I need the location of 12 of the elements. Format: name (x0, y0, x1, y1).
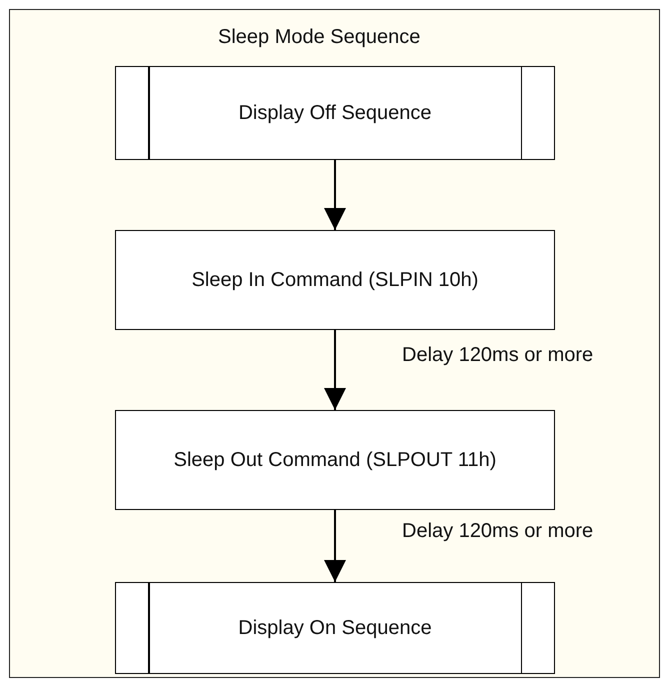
node-text: Display On Sequence (238, 616, 432, 640)
process-box (115, 410, 555, 510)
process-box (115, 230, 555, 330)
node-text: Sleep Out Command (SLPOUT 11h) (174, 448, 496, 472)
diagram-title: Sleep Mode Sequence (218, 26, 420, 49)
node-text: Sleep In Command (SLPIN 10h) (192, 268, 478, 292)
arrow (324, 330, 346, 410)
arrow (324, 510, 346, 582)
node-text: Display Off Sequence (238, 100, 432, 126)
arrow (324, 160, 346, 230)
predefined-process-box (115, 582, 555, 674)
predefined-process-box (115, 66, 555, 160)
